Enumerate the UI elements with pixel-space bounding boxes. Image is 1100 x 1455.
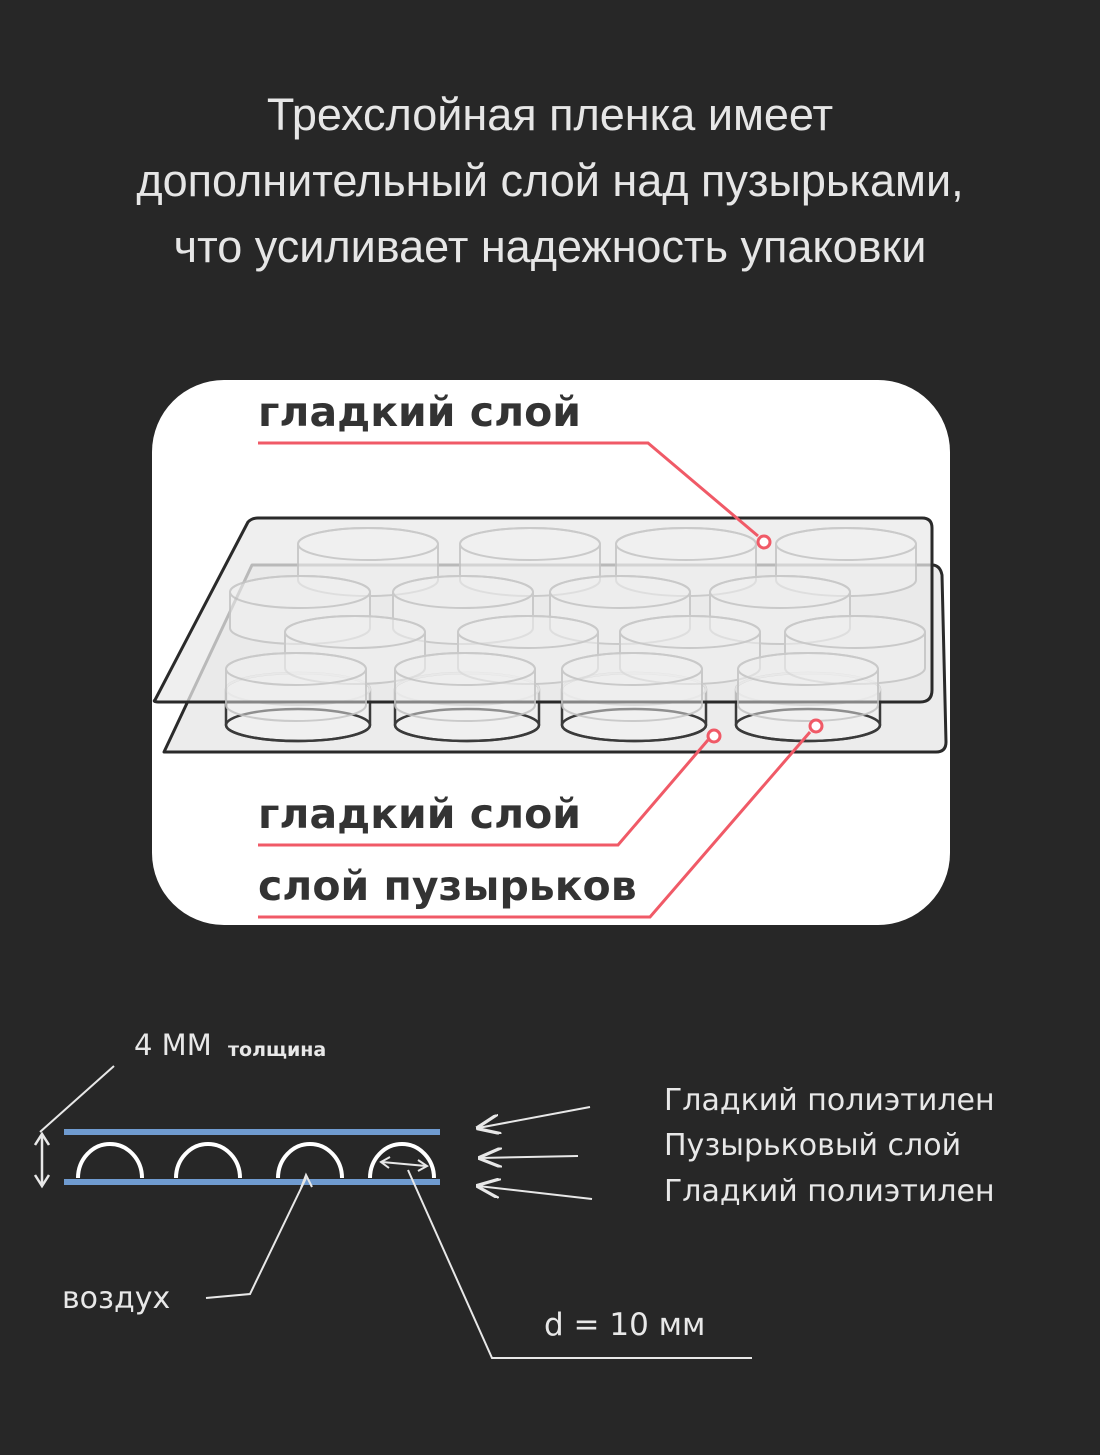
cross-section-diagram: 4 ММ толщина Гладкий полиэтилен Пузырько… — [33, 1028, 995, 1359]
diameter-leader — [407, 1169, 752, 1359]
thickness-leader — [39, 1065, 115, 1133]
layer-diagram: гладкий слой гладкий слой слой пузырьков — [152, 380, 950, 925]
thickness-caption: толщина — [228, 1039, 326, 1061]
leader-line-bottom — [258, 739, 710, 847]
layer-label-middle: Пузырьковый слой — [664, 1128, 961, 1163]
air-leader — [205, 1177, 307, 1299]
leader-dot-bubbles — [808, 718, 824, 734]
leader-line-top — [258, 441, 759, 538]
headline-line-2: дополнительный слой над пузырьками, — [136, 155, 964, 206]
thickness-arrow — [33, 1131, 51, 1189]
bottom-layer-label: гладкий слой — [258, 790, 581, 838]
layer-label-top: Гладкий полиэтилен — [664, 1083, 995, 1118]
thickness-value: 4 ММ — [134, 1028, 212, 1062]
bubble-layer-label: слой пузырьков — [258, 862, 637, 910]
headline-line-1: Трехслойная пленка имеет — [266, 89, 834, 140]
layer-label-bottom: Гладкий полиэтилен — [664, 1174, 995, 1209]
air-leader-arrowhead — [300, 1172, 313, 1189]
leader-line-bubbles — [258, 731, 812, 919]
leader-dot-bottom — [706, 728, 722, 744]
headline: Трехслойная пленка имеет дополнительный … — [40, 82, 1060, 280]
diameter-arrow — [379, 1156, 429, 1172]
leader-dot-top — [756, 534, 772, 550]
bubble-arches — [76, 1142, 436, 1179]
air-label: воздух — [62, 1281, 170, 1316]
top-layer-label: гладкий слой — [258, 388, 581, 436]
diameter-label: d = 10 мм — [544, 1307, 705, 1343]
bubbles-under-top-sheet — [225, 527, 926, 722]
headline-line-3: что усиливает надежность упаковки — [173, 221, 927, 272]
layer-arrows — [478, 1106, 593, 1200]
leader-lines — [258, 441, 824, 919]
